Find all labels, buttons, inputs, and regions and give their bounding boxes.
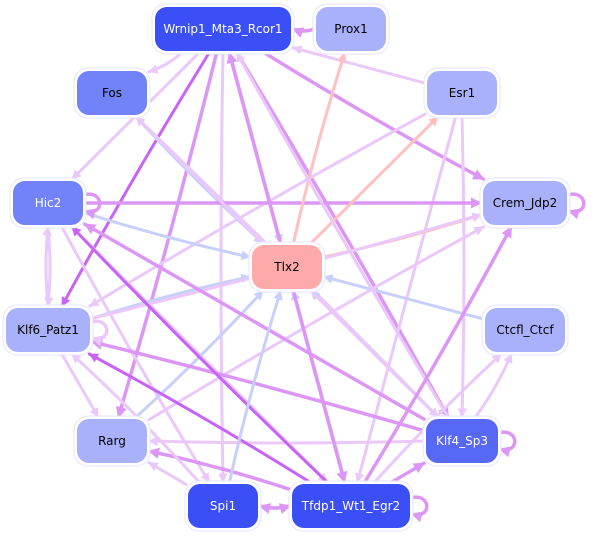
node-box (77, 419, 147, 463)
node-box (188, 484, 258, 528)
node-wrnip1_mta3_rcor1[interactable]: Wrnip1_Mta3_Rcor1 (151, 3, 295, 55)
edge-tfdp1_wt1_egr2-to-klf6_patz1 (87, 352, 312, 484)
node-label: Ctcfl_Ctcf (496, 323, 554, 337)
edge-wrnip1_mta3_rcor1-to-crem_jdp2 (262, 51, 486, 181)
edge-prox1-to-wrnip1_mta3_rcor1 (291, 27, 316, 38)
edge-esr1-to-wrnip1_mta3_rcor1 (291, 45, 427, 85)
node-label: Klf6_Patz1 (17, 323, 79, 337)
node-label: Esr1 (449, 86, 475, 100)
node-klf6_patz1[interactable]: Klf6_Patz1 (2, 304, 94, 356)
edge-tlx2-to-esr1 (309, 115, 440, 245)
edge-hic2-to-spi1 (60, 225, 211, 484)
node-klf4_sp3[interactable]: Klf4_Sp3 (422, 415, 502, 467)
edges-layer (42, 27, 586, 523)
edge-hic2-to-tlx2 (83, 211, 252, 260)
edge-wrnip1_mta3_rcor1-to-rarg (115, 51, 219, 419)
node-box (316, 7, 386, 51)
node-box (292, 484, 410, 528)
edge-rarg-to-tlx2 (134, 289, 265, 419)
node-label: Tlx2 (273, 260, 299, 274)
edge-tfdp1_wt1_egr2-to-hic2 (70, 225, 329, 484)
edge-klf4_sp3-to-wrnip1_mta3_rcor1 (235, 51, 450, 419)
edge-klf4_sp3-to-klf6_patz1 (90, 338, 426, 433)
edge-wrnip1_mta3_rcor1-to-klf4_sp3 (235, 51, 450, 419)
edge-rarg-to-crem_jdp2 (147, 225, 485, 422)
node-label: Klf4_Sp3 (436, 434, 488, 448)
node-box (13, 181, 83, 225)
node-box (77, 71, 147, 115)
edge-spi1-to-tfdp1_wt1_egr2 (258, 503, 292, 515)
node-box (485, 308, 565, 352)
node-tfdp1_wt1_egr2[interactable]: Tfdp1_Wt1_Egr2 (288, 480, 414, 532)
edge-klf4_sp3-to-ctcfl_ctcf (474, 352, 513, 419)
node-box (252, 245, 322, 289)
node-label: Wrnip1_Mta3_Rcor1 (163, 22, 282, 36)
edge-klf6_patz1-to-rarg (60, 352, 100, 419)
node-label: Tfdp1_Wt1_Egr2 (301, 499, 400, 513)
edge-tfdp1_wt1_egr2-to-rarg (147, 447, 292, 492)
node-label: Prox1 (334, 22, 367, 36)
node-prox1[interactable]: Prox1 (312, 3, 390, 55)
node-hic2[interactable]: Hic2 (9, 177, 87, 229)
node-label: Fos (102, 86, 122, 100)
edge-esr1-to-klf4_sp3 (457, 115, 468, 419)
edge-esr1-to-klf6_patz1 (88, 112, 427, 308)
edge-tfdp1_wt1_egr2-to-crem_jdp2 (363, 225, 513, 484)
node-label: Crem_Jdp2 (493, 196, 558, 210)
self-loop-hic2 (82, 192, 102, 220)
edge-tlx2-to-prox1 (291, 51, 347, 245)
self-loop-klf4_sp3 (497, 430, 517, 458)
node-label: Rarg (98, 434, 126, 448)
self-loop-klf6_patz1 (89, 319, 109, 347)
edge-tfdp1_wt1_egr2-to-klf4_sp3 (390, 461, 426, 484)
edge-klf4_sp3-to-hic2 (83, 222, 426, 421)
node-esr1[interactable]: Esr1 (423, 67, 501, 119)
node-box (6, 308, 90, 352)
edge-wrnip1_mta3_rcor1-to-spi1 (218, 51, 228, 484)
node-label: Hic2 (35, 196, 62, 210)
node-box (426, 419, 498, 463)
node-box (483, 181, 567, 225)
edge-spi1-to-tlx2 (227, 289, 283, 484)
self-loop-crem_jdp2 (566, 192, 586, 220)
node-spi1[interactable]: Spi1 (184, 480, 262, 532)
node-fos[interactable]: Fos (73, 67, 151, 119)
self-loop-tfdp1_wt1_egr2 (409, 495, 429, 523)
node-box (427, 71, 497, 115)
node-label: Spi1 (210, 499, 236, 513)
node-crem_jdp2[interactable]: Crem_Jdp2 (479, 177, 571, 229)
node-rarg[interactable]: Rarg (73, 415, 151, 467)
edge-spi1-to-rarg (147, 461, 188, 486)
edge-wrnip1_mta3_rcor1-to-klf6_patz1 (60, 51, 211, 308)
node-tlx2[interactable]: Tlx2 (248, 241, 326, 293)
edge-wrnip1_mta3_rcor1-to-fos (147, 51, 183, 74)
node-ctcfl_ctcf[interactable]: Ctcfl_Ctcf (481, 304, 569, 356)
node-box (155, 7, 291, 51)
edge-klf6_patz1-to-hic2 (42, 225, 52, 308)
